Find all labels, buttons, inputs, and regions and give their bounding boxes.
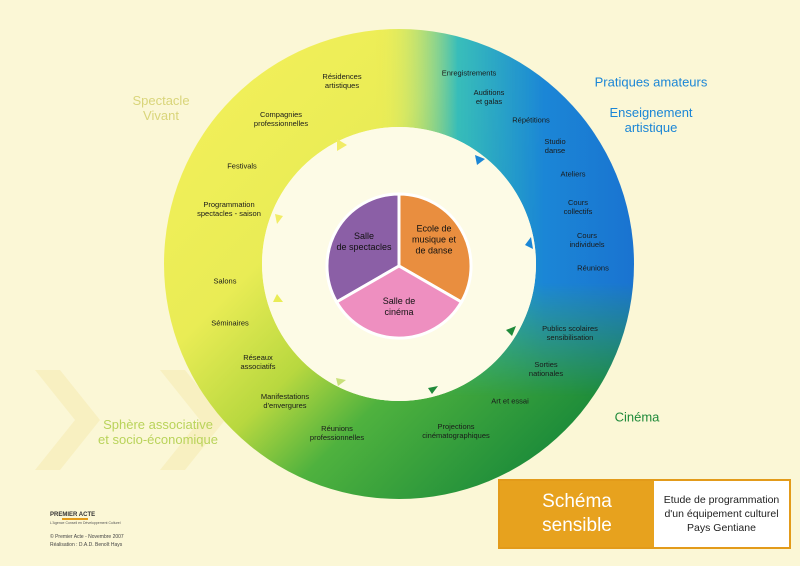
- ring-markers: [273, 139, 533, 394]
- ring-label: Salons: [213, 276, 237, 286]
- ring-label: Projections cinématographiques: [422, 422, 490, 440]
- category-spectacle-vivant: Spectacle Vivant: [132, 93, 190, 123]
- marker-triangle: [337, 139, 347, 151]
- center-label-salle-spectacles: Salle de spectacles: [336, 231, 392, 252]
- marker-triangle: [506, 326, 516, 336]
- ring-label: Ateliers: [560, 169, 586, 179]
- title-line-2: sensible: [542, 515, 612, 536]
- logo-tagline: L'Agence Conseil en Développement Cultur…: [50, 521, 121, 525]
- center-pie: [325, 192, 473, 340]
- ring-label: Réunions: [577, 263, 609, 273]
- ring-label: Répétitions: [512, 115, 550, 125]
- center-label-salle-cinema: Salle de cinéma: [382, 296, 416, 317]
- category-enseignement-artistique: Enseignement artistique: [609, 105, 693, 135]
- credit-line-2: Réalisation : D.A.D. Benoît Hays: [50, 542, 123, 548]
- category-pratiques-amateurs: Pratiques amateurs: [594, 74, 708, 90]
- ring-label: Art et essai: [491, 396, 529, 406]
- category-sphere-associative: Sphère associative et socio-économique: [98, 417, 218, 447]
- ring-label: Manifestations d'envergures: [260, 392, 310, 410]
- ring-label: Cours collectifs: [563, 198, 593, 216]
- subtitle-line-3: Pays Gentiane: [687, 522, 756, 534]
- ring-label: Séminaires: [211, 318, 249, 328]
- subtitle-line-2: d'un équipement culturel: [664, 508, 779, 520]
- title-box-left: Schéma sensible: [500, 481, 654, 547]
- ring-label: Cours individuels: [569, 231, 605, 249]
- ring-label: Festivals: [227, 161, 257, 171]
- ring-label: Programmation spectacles - saison: [197, 200, 261, 218]
- category-cinema: Cinéma: [614, 409, 660, 425]
- credit-line-1: © Premier Acte - Novembre 2007: [50, 534, 124, 540]
- ring-label: Compagnies professionnelles: [253, 110, 309, 128]
- ring-label: Publics scolaires sensibilisation: [542, 324, 598, 342]
- title-box-right: Etude de programmation d'un équipement c…: [654, 481, 789, 547]
- subtitle-line-1: Etude de programmation: [663, 494, 780, 506]
- marker-triangle: [475, 155, 485, 165]
- ring-label: Studio danse: [544, 137, 566, 155]
- logo-underline: [62, 518, 88, 520]
- center-label-ecole: Ecole de musique et de danse: [411, 223, 457, 256]
- ring-label: Réunions professionnelles: [309, 424, 365, 442]
- marker-triangle: [428, 386, 438, 394]
- marker-triangle: [273, 294, 283, 302]
- ring-label: Résidences artistiques: [322, 72, 362, 90]
- title-line-1: Schéma: [542, 491, 612, 512]
- marker-triangle: [275, 214, 283, 224]
- ring-label: Auditions et galas: [473, 88, 505, 106]
- ring-label: Réseaux associatifs: [240, 353, 276, 371]
- marker-triangle: [525, 237, 533, 249]
- slice-salle-cinema: [334, 264, 464, 340]
- premier-acte-logo: PREMIER ACTE: [50, 512, 96, 518]
- ring-label: Sorties nationales: [528, 360, 564, 378]
- marker-triangle: [336, 378, 346, 386]
- ring-label: Enregistrements: [441, 68, 497, 78]
- title-box: Schéma sensible Etude de programmation d…: [498, 479, 791, 549]
